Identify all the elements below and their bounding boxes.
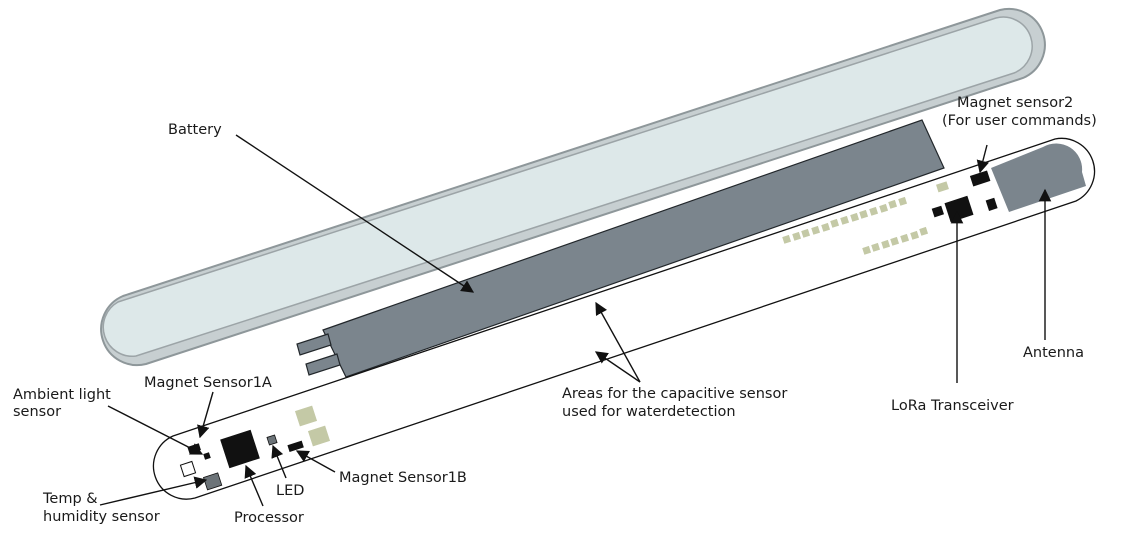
ambient-window [179,460,197,478]
ambient-light-label-line2: sensor [13,404,61,420]
lora-pad [936,181,949,193]
magnet-sensor1a-leader [197,391,214,439]
capacitive-leader-upper [595,301,641,383]
capacitive-label-line1: Areas for the capacitive sensor [562,386,787,402]
led-chip [266,434,278,446]
labels: Battery Magnet sensor2 (For user command… [13,95,1097,526]
battery-leader [235,134,475,293]
magnet-sensor1b-chip [287,440,304,452]
processor-chip [220,429,260,469]
pcb [152,137,1096,500]
antenna-label: Antenna [1023,345,1084,361]
cover-lid [100,7,1046,367]
cover-lid-top [102,16,1033,357]
led-leader [271,444,287,479]
magnet-sensor2-label-line2: (For user commands) [942,113,1097,129]
temp-humidity-leader [99,476,208,506]
battery-tab-lower [305,353,341,376]
pad-lower [307,425,331,447]
magnet-sensor2-chip [969,170,991,187]
pad-upper [294,405,318,427]
capacitive-pads-lower [862,226,929,255]
lora-small-chip [931,205,944,218]
small-chip [985,197,998,211]
magnet-sensor2-label-line1: Magnet sensor2 [957,95,1073,111]
ambient-light-chip [203,452,211,460]
capacitive-leader-lower [594,351,641,383]
lora-label: LoRa Transceiver [891,398,1014,414]
temp-humidity-label-line2: humidity sensor [43,509,160,525]
processor-label: Processor [234,510,304,526]
capacitive-pads-upper [782,196,908,244]
magnet-sensor1b-label: Magnet Sensor1B [339,470,467,486]
processor-leader [244,464,264,507]
temp-humidity-label-line1: Temp & [42,491,98,507]
battery-tab-upper [296,333,332,356]
battery-label: Battery [168,122,222,138]
magnet-sensor1a-label: Magnet Sensor1A [144,375,272,391]
pcb-board [152,137,1096,500]
antenna [991,143,1086,212]
capacitive-label-line2: used for waterdetection [562,404,736,420]
leader-lines [99,134,1052,507]
ambient-light-label-line1: Ambient light [13,387,111,403]
led-label: LED [276,483,304,499]
magnet-sensor1b-leader [295,450,336,473]
battery [296,119,945,378]
ambient-leader [107,405,204,455]
magnet-sensor2-leader [976,144,989,174]
